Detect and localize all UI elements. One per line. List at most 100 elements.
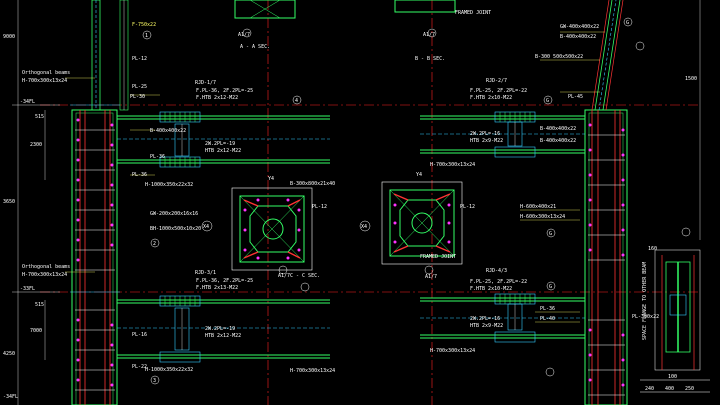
- section-c-title: C - C SEC.: [290, 273, 320, 279]
- orth-beam-spec-2: H-700x300x13x24: [22, 272, 67, 278]
- dim-400: 400: [665, 386, 674, 392]
- rjd-4-title: RJD-4/3: [486, 268, 507, 274]
- b-right-label: B-400x400x22: [540, 126, 576, 132]
- pl-right-label: PL-12: [312, 204, 327, 210]
- framed-joint-2: FRAMED JOINT: [420, 254, 456, 260]
- left-beam-annotations: F-750x22 PL-12 PL-25 PL-30 RJD-1/7 F.PL-…: [130, 22, 335, 374]
- beams: [117, 111, 585, 363]
- rjd-2-title: RJD-2/7: [486, 78, 507, 84]
- gw-right-label: GW-400x400x22: [560, 24, 599, 30]
- rjd-1-a: F.PL-36, 2F.2PL=-25: [196, 88, 253, 94]
- pl36-label: PL-36: [132, 172, 147, 178]
- section-a-title: A - A SEC.: [240, 44, 270, 50]
- rjd-2-c: 2W.2PL=-16: [470, 131, 500, 137]
- centerlines: [40, 0, 700, 405]
- level-upper: -34FL: [20, 99, 35, 105]
- marker-4: 4: [295, 98, 298, 104]
- section-annotations: A1/7 A - A SEC. A1/7 B - B SEC. FRAMED J…: [203, 10, 491, 280]
- pl36-right-label: PL-36: [540, 306, 555, 312]
- pl45-label: PL-45: [568, 94, 583, 100]
- framed-joint-1: FRAMED JOINT: [455, 10, 491, 16]
- level-lower: -33FL: [20, 286, 35, 292]
- label-f750: F-750x22: [132, 22, 156, 28]
- rjd-1-title: RJD-1/7: [195, 80, 216, 86]
- section-b-tag: A1/7: [423, 32, 435, 38]
- rjd-3-a: F.PL-36, 2F.2PL=-25: [196, 278, 253, 284]
- rjd-1-b: F.HTB 2x12-M22: [196, 95, 238, 101]
- h600b-label: H-600x300x13x24: [520, 214, 565, 220]
- y4b-label: Y4: [416, 172, 422, 178]
- dim-515-lower: 515: [35, 302, 44, 308]
- marker-g4: G: [626, 20, 629, 26]
- rjd-3-title: RJD-3/1: [195, 270, 216, 276]
- dim-250: 250: [685, 386, 694, 392]
- pl12-label-c: PL-12: [460, 204, 475, 210]
- bdim-label: B-300 500x500x22: [535, 54, 583, 60]
- marker-g2: G: [549, 231, 552, 237]
- rjd-4-b: F.HTB 2x10-M22: [470, 286, 512, 292]
- dim-lower: 7000: [30, 328, 42, 334]
- dim-160: 160: [648, 246, 657, 252]
- section-details: [201, 0, 463, 275]
- h700-label: H-700x300x13x24: [290, 368, 335, 374]
- leader-lines: [65, 31, 605, 323]
- h1000b-label: H-1000x350x22x32: [145, 367, 193, 373]
- marker-circles: [142, 17, 691, 385]
- bh-label: BH-1000x500x10x20: [150, 226, 201, 232]
- orth-beam-spec-1: H-700x300x13x24: [22, 78, 67, 84]
- marker-g1: G: [546, 98, 549, 104]
- dim-100: 100: [668, 374, 677, 380]
- left-annotations: 9000 Orthogonal beams H-700x300x13x24 -3…: [3, 34, 70, 400]
- h1000-right-label: B-300x800x21x40: [290, 181, 335, 187]
- dim-240: 240: [645, 386, 654, 392]
- rjd-4-a: F.PL-25, 2F.2PL=-22: [470, 279, 527, 285]
- dim-2300: 2300: [30, 142, 42, 148]
- right-column: [584, 0, 628, 405]
- dim-top: 9000: [3, 34, 15, 40]
- pl-left-label: PL-36: [150, 154, 165, 160]
- h1000-label: H-1000x350x22x32: [145, 182, 193, 188]
- gw-label: GW-200x200x16x16: [150, 211, 198, 217]
- marker-g3: G: [549, 284, 552, 290]
- x4b-label: X4: [361, 224, 367, 230]
- edge-detail: [640, 249, 710, 393]
- label-pl25: PL-25: [132, 84, 147, 90]
- b400-right-label: B-400x400x22: [560, 34, 596, 40]
- dim-4250: 4250: [3, 351, 15, 357]
- section-d-tag: A1/7: [425, 274, 437, 280]
- h700-right-label: H-700x300x13x24: [430, 348, 475, 354]
- rjd-3-c: 2W.2PL=-19: [205, 326, 235, 332]
- left-column: [70, 0, 129, 405]
- y4-label: Y4: [268, 176, 274, 182]
- b-mid-right-label: B-400x400x22: [540, 138, 576, 144]
- label-pl12: PL-12: [132, 56, 147, 62]
- level-bottom: -34FL: [3, 394, 18, 400]
- rjd-4-c: 2W.2PL=-16: [470, 316, 500, 322]
- orth-beam-label-2: Orthogonal beams: [22, 264, 70, 270]
- rjd-2-d: HTB 2x9-M22: [470, 138, 503, 144]
- marker-labels: 1 2 3 4 G G G G: [145, 20, 629, 384]
- pl16-label: PL-16: [132, 332, 147, 338]
- pl40-right-label: PL-40: [540, 316, 555, 322]
- label-pl30: PL-30: [130, 94, 145, 100]
- marker-1: 1: [145, 33, 148, 39]
- rjd-3-d: HTB 2x12-M22: [205, 333, 241, 339]
- h700b-label: H-700x300x13x24: [430, 162, 475, 168]
- rjd-2-b: F.HTB 2x10-M22: [470, 95, 512, 101]
- section-b-title: B - B SEC.: [415, 56, 445, 62]
- orth-beam-label-1: Orthogonal beams: [22, 70, 70, 76]
- dimension-lines: [12, 0, 701, 405]
- pl22-label: PL-22: [132, 364, 147, 370]
- section-a-tag: A1/7: [238, 32, 250, 38]
- right-annotations: GW-400x400x22 B-400x400x22 B-300 500x500…: [430, 24, 697, 392]
- rjd-3-b: F.HTB 2x13-M22: [196, 285, 238, 291]
- marker-2: 2: [153, 241, 156, 247]
- dim-515-upper: 515: [35, 114, 44, 120]
- vertical-note: SPACE FLANGE TO OTHER BEAM: [642, 262, 648, 340]
- rjd-2-a: F.PL-25, 2F.2PL=-22: [470, 88, 527, 94]
- dim-1500: 1500: [685, 76, 697, 82]
- h600-label: H-600x400x21: [520, 204, 556, 210]
- marker-3: 3: [153, 378, 156, 384]
- dim-mid: 3650: [3, 199, 15, 205]
